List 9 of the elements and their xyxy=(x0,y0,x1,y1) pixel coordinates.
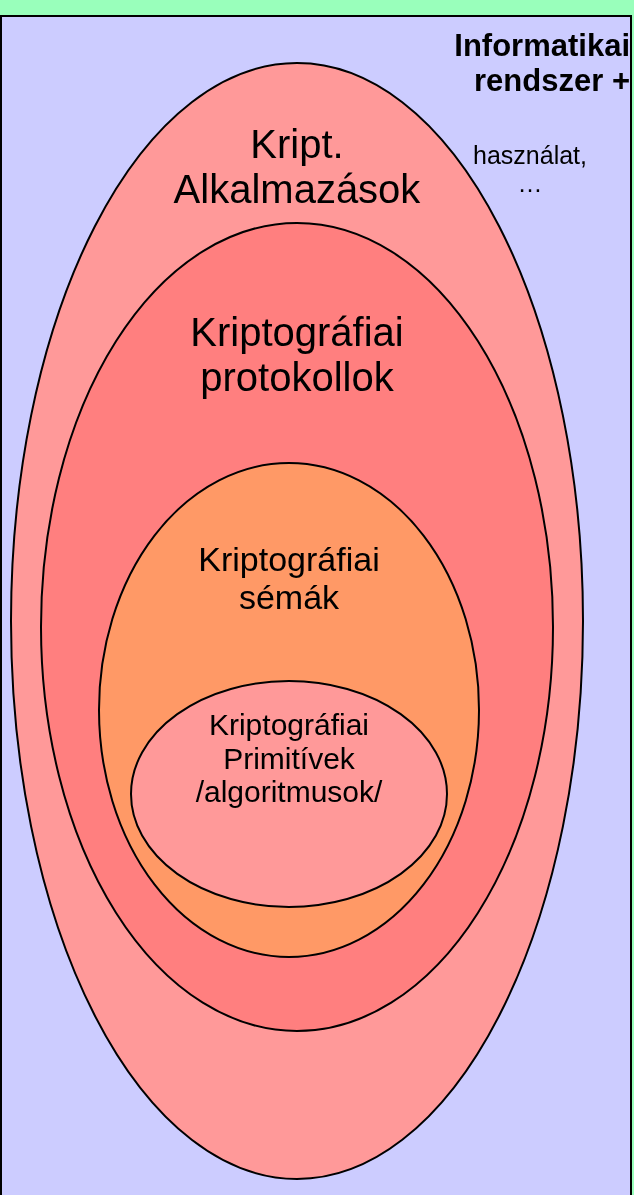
ellipse-label: Kriptográfiai sémák xyxy=(197,540,381,617)
panel-note: használat, … xyxy=(472,141,588,197)
ellipse-label: Kriptográfiai Primitívek /algoritmusok/ xyxy=(194,708,384,809)
panel-heading: Informatikai rendszer + xyxy=(453,29,630,99)
protocols-ellipse xyxy=(40,222,554,1032)
ellipse-label: Kript. Alkalmazások xyxy=(172,122,422,212)
schemes-ellipse xyxy=(98,462,480,958)
ellipse-label: Kriptográfiai protokollok xyxy=(189,310,405,400)
primitives-ellipse xyxy=(130,680,448,908)
